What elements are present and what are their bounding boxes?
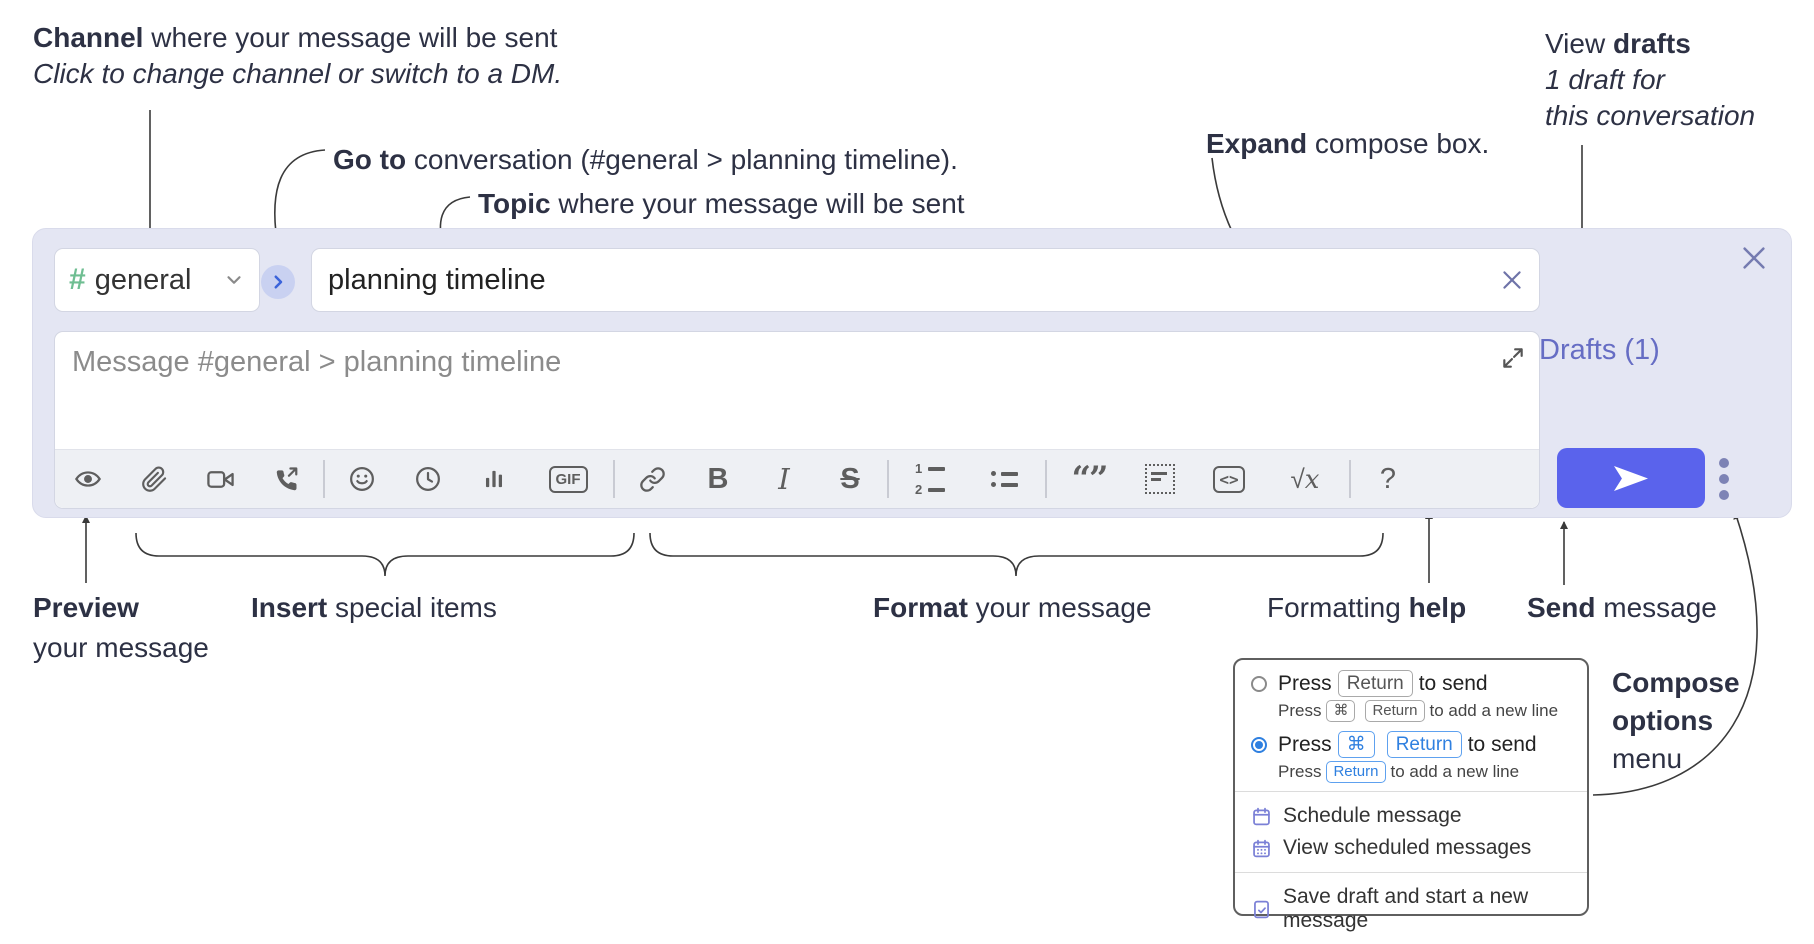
- video-call-icon[interactable]: [205, 460, 235, 498]
- topic-input[interactable]: planning timeline: [311, 248, 1540, 312]
- gif-icon[interactable]: GIF: [545, 460, 591, 498]
- schedule-message-item[interactable]: Schedule message: [1235, 800, 1587, 832]
- compose-box: # general planning timeline Message #gen…: [32, 228, 1792, 518]
- bold-icon[interactable]: B: [707, 462, 729, 495]
- send-option-return-subtext: Press ⌘ Return to add a new line: [1278, 700, 1559, 722]
- radio-unselected[interactable]: [1251, 675, 1267, 692]
- code-icon[interactable]: <>: [1211, 460, 1247, 498]
- close-compose-icon[interactable]: [1739, 243, 1769, 273]
- goto-annotation: Go to conversation (#general > planning …: [333, 144, 958, 175]
- bulleted-list-icon[interactable]: [985, 460, 1023, 498]
- send-option-cmd-return[interactable]: Press ⌘ Return to send: [1235, 731, 1587, 758]
- channel-hash-icon: #: [69, 263, 86, 296]
- compose-options-button[interactable]: [1709, 453, 1739, 505]
- preview-annotation: Preview your message: [33, 592, 209, 663]
- attach-file-icon[interactable]: [139, 460, 169, 498]
- math-icon[interactable]: √x: [1290, 463, 1320, 495]
- expand-compose-icon[interactable]: [1500, 345, 1526, 371]
- formatting-help-icon[interactable]: ?: [1379, 462, 1397, 495]
- chevron-down-icon: [227, 276, 241, 284]
- radio-selected[interactable]: [1251, 736, 1267, 753]
- strikethrough-icon[interactable]: S: [840, 462, 860, 495]
- format-annotation: Format your message: [873, 592, 1152, 623]
- view-drafts-annotation: View drafts 1 draft for this conversatio…: [1545, 28, 1756, 131]
- return-key: Return: [1326, 761, 1386, 783]
- send-annotation: Send message: [1527, 592, 1717, 623]
- brace-insert: [135, 532, 635, 577]
- draft-check-icon: [1254, 900, 1269, 918]
- calendar-grid-icon: [1253, 839, 1270, 857]
- return-key: Return: [1386, 731, 1462, 758]
- poll-icon[interactable]: [479, 460, 509, 498]
- cmd-key: ⌘: [1326, 700, 1356, 722]
- cmd-key: ⌘: [1337, 731, 1375, 758]
- go-to-conversation-button[interactable]: [261, 265, 295, 299]
- clear-topic-icon[interactable]: [1499, 267, 1525, 293]
- popup-divider: [1235, 791, 1587, 792]
- toolbar-divider: [1045, 460, 1047, 498]
- popup-divider: [1235, 872, 1587, 873]
- topic-value: planning timeline: [328, 263, 546, 296]
- return-key: Return: [1365, 700, 1425, 722]
- compose-options-annotation: Compose options menu: [1612, 667, 1740, 774]
- time-icon[interactable]: [413, 460, 443, 498]
- message-placeholder: Message #general > planning timeline: [72, 346, 562, 378]
- numbered-list-icon[interactable]: 1 2: [911, 460, 949, 498]
- spoiler-icon[interactable]: [1145, 460, 1175, 498]
- view-scheduled-messages-item[interactable]: View scheduled messages: [1235, 832, 1587, 864]
- drafts-link[interactable]: Drafts (1): [1539, 334, 1660, 366]
- save-draft-item[interactable]: Save draft and start a new message: [1235, 881, 1587, 937]
- voice-call-icon[interactable]: [271, 460, 301, 498]
- emoji-icon[interactable]: [347, 460, 377, 498]
- italic-icon[interactable]: I: [778, 462, 790, 496]
- send-options-popup: Press Return to send Press ⌘ Return to a…: [1233, 658, 1589, 932]
- channel-name: general: [94, 263, 192, 296]
- toolbar-divider: [1349, 460, 1351, 498]
- expand-annotation: Expand compose box.: [1206, 128, 1490, 159]
- quote-icon[interactable]: “”: [1071, 459, 1108, 499]
- message-textarea[interactable]: Message #general > planning timeline: [54, 331, 1540, 509]
- formatting-help-annotation: Formatting help: [1267, 592, 1467, 623]
- send-button[interactable]: [1557, 448, 1705, 508]
- channel-selector[interactable]: # general: [54, 248, 260, 312]
- send-icon: [1614, 465, 1648, 491]
- send-option-return[interactable]: Press Return to send: [1235, 670, 1587, 697]
- link-icon[interactable]: [637, 460, 667, 498]
- return-key: Return: [1337, 670, 1413, 697]
- calendar-icon: [1253, 807, 1270, 825]
- channel-annotation: Channel where your message will be sent …: [33, 22, 563, 89]
- compose-toolbar: GIF B I S 1 2: [55, 449, 1539, 508]
- chevron-right-icon: [274, 275, 283, 289]
- preview-icon[interactable]: [73, 460, 103, 498]
- insert-annotation: Insert special items: [251, 592, 497, 623]
- toolbar-divider: [323, 460, 325, 498]
- topic-annotation: Topic where your message will be sent: [478, 188, 965, 219]
- toolbar-divider: [887, 460, 889, 498]
- send-option-cmd-return-subtext: Press Return to add a new line: [1278, 761, 1520, 783]
- toolbar-divider: [613, 460, 615, 498]
- brace-format: [649, 532, 1384, 577]
